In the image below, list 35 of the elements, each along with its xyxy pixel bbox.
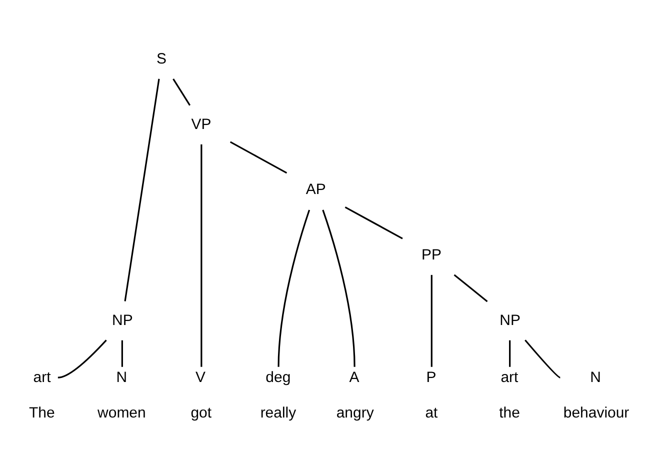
node-text: art bbox=[33, 369, 51, 386]
node-text: NP bbox=[112, 312, 133, 329]
connector bbox=[230, 141, 288, 174]
node-text: A bbox=[349, 369, 360, 386]
node-label: at bbox=[425, 404, 438, 422]
node-text: art bbox=[500, 369, 518, 386]
node-text: AP bbox=[306, 181, 326, 198]
connector bbox=[430, 274, 432, 367]
connector bbox=[344, 206, 403, 240]
connector bbox=[454, 274, 488, 302]
node-label: The bbox=[29, 404, 55, 422]
connector bbox=[121, 340, 123, 367]
node-text: NP bbox=[500, 312, 520, 329]
connector bbox=[524, 340, 561, 378]
node-text: N bbox=[590, 369, 601, 386]
connector bbox=[124, 78, 160, 302]
node-label: angry bbox=[336, 404, 374, 422]
connector bbox=[278, 210, 310, 367]
node-text: P bbox=[426, 369, 436, 386]
node-text: S bbox=[156, 50, 166, 68]
connector bbox=[200, 144, 202, 367]
node-text: V bbox=[196, 369, 206, 386]
node-label: women bbox=[98, 404, 146, 422]
node-text: PP bbox=[421, 246, 442, 264]
node-label: really bbox=[260, 404, 296, 422]
connector bbox=[322, 210, 356, 367]
connector bbox=[58, 340, 107, 378]
connector bbox=[172, 78, 191, 106]
node-label: behaviour bbox=[563, 404, 630, 422]
node-text: N bbox=[116, 369, 128, 386]
node-label: the bbox=[499, 404, 520, 422]
node-text: deg bbox=[266, 369, 291, 386]
node-text: VP bbox=[191, 116, 212, 133]
connector bbox=[509, 340, 511, 367]
node-label: got bbox=[190, 404, 212, 422]
